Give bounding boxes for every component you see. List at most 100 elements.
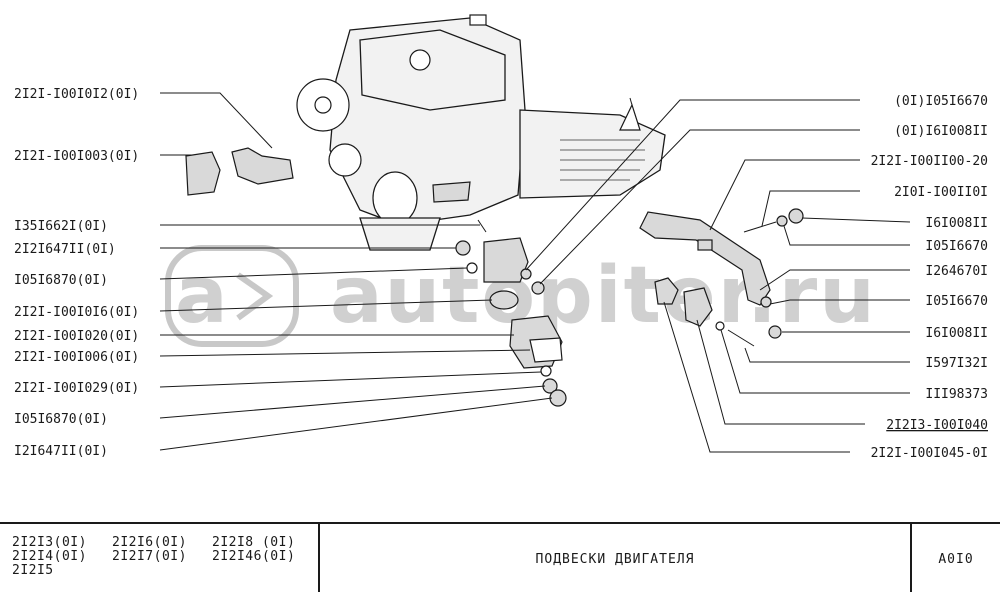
leader-r11 (720, 329, 910, 394)
cushion-0016 (489, 290, 519, 310)
nut-0101 (788, 208, 804, 224)
label-l10[interactable]: I05I6870(0I) (14, 412, 108, 427)
engine-assembly (296, 14, 666, 251)
nut-bottom (549, 389, 567, 407)
label-l2[interactable]: 2I2I-I00I003(0I) (14, 149, 139, 164)
oil-filter (372, 171, 418, 225)
label-l3[interactable]: I35I662I(0I) (14, 219, 108, 234)
label-l6[interactable]: 2I2I-I00I0I6(0I) (14, 305, 139, 320)
filler-cap (469, 14, 487, 26)
leader-r10 (744, 347, 910, 363)
model-item: 2I2I6(0I) (112, 535, 187, 550)
label-r13[interactable]: 2I2I-I00I045-0I (871, 446, 988, 461)
crossmember-0100 (639, 211, 771, 306)
gearbox (519, 109, 666, 199)
labels-right: (0I)I05I6670 (0I)I6I008II 2I2I-I00II00-2… (871, 94, 988, 461)
leader-l5 (159, 267, 468, 280)
label-l8[interactable]: 2I2I-I00I006(0I) (14, 350, 139, 365)
nut-small-2 (531, 281, 545, 295)
nut-small-upper (520, 268, 532, 280)
model-item: 2I2I8 (0I) (212, 535, 296, 550)
label-r10[interactable]: I597I32I (925, 356, 988, 371)
engine-bracket (432, 181, 471, 203)
leader-r6 (783, 225, 910, 246)
bolt-597-icon (727, 329, 755, 347)
label-l4[interactable]: 2I2I647II(0I) (14, 242, 116, 257)
model-item (212, 564, 312, 578)
nut-left-upper (455, 240, 471, 256)
leader-r13 (663, 301, 850, 453)
label-l1[interactable]: 2I2I-I00I0I2(0I) (14, 87, 139, 102)
diagram-title: ПОДВЕСКИ ДВИГАТЕЛЯ (535, 551, 695, 567)
label-r3[interactable]: 2I2I-I00II00-20 (871, 154, 988, 169)
watermark-arrow-icon (236, 272, 274, 321)
bracket-003 (185, 151, 221, 196)
leader-l10 (159, 385, 546, 419)
models-list: 2I2I3(0I) 2I2I6(0I) 2I2I8 (0I) 2I2I4(0I)… (12, 536, 318, 578)
cushion-045 (654, 277, 679, 305)
watermark-symbol: a (175, 251, 230, 341)
label-r7[interactable]: I264670I (925, 264, 988, 279)
model-item: 2I2I7(0I) (112, 549, 187, 564)
models-cell: 2I2I3(0I) 2I2I6(0I) 2I2I8 (0I) 2I2I4(0I)… (0, 524, 320, 592)
shift-lever (629, 97, 633, 106)
label-r4[interactable]: 2I0I-I00II0I (894, 185, 988, 200)
leaders-left (159, 92, 553, 451)
pulley (328, 143, 362, 177)
leader-r8 (769, 299, 910, 305)
left-parts (185, 147, 567, 407)
washer-left-upper (466, 262, 478, 274)
label-l5[interactable]: I05I6870(0I) (14, 273, 108, 288)
model-item (112, 564, 212, 578)
leader-l1 (160, 92, 273, 149)
washer-98373 (715, 321, 725, 331)
label-r8[interactable]: I05I6670 (925, 294, 988, 309)
crossmember-pad (697, 239, 713, 251)
sheet-code: A0I0 (938, 551, 974, 567)
watermark-text: autopiter.ru (330, 251, 877, 341)
right-parts (639, 208, 804, 347)
distributor (409, 49, 431, 71)
bolt-0101-icon (743, 221, 777, 233)
bracket-0012 (231, 147, 294, 185)
leader-l8 (159, 349, 531, 357)
bracket-006 (529, 337, 563, 363)
label-r12-link[interactable]: 2I2I3-I00I040 (886, 418, 988, 433)
washer-lower (540, 365, 552, 377)
leader-r7 (759, 269, 910, 291)
leaders-right (525, 99, 911, 453)
oil-pan (359, 217, 441, 251)
leader-r3 (709, 159, 860, 231)
model-item: 2I2I3(0I) (12, 535, 87, 550)
label-r6[interactable]: I05I6670 (925, 239, 988, 254)
bracket-040 (683, 287, 713, 327)
valve-cover (359, 29, 506, 111)
label-r1[interactable]: (0I)I05I6670 (894, 94, 988, 109)
label-l11[interactable]: I2I647II(0I) (14, 444, 108, 459)
leader-l11 (159, 397, 553, 451)
label-l9[interactable]: 2I2I-I00I029(0I) (14, 381, 139, 396)
leader-r4 (761, 190, 860, 227)
gearbox-ribs (560, 139, 645, 181)
washer-0101 (776, 215, 788, 227)
model-item: 2I2I4(0I) (12, 549, 87, 564)
watermark: a autopiter.ru (165, 245, 877, 347)
leader-l9 (159, 371, 542, 388)
shift-boot (619, 103, 641, 131)
washer-right (760, 296, 772, 308)
label-r5[interactable]: I6I008II (925, 216, 988, 231)
label-r11[interactable]: III98373 (925, 387, 988, 402)
fan-hub (314, 96, 332, 114)
leader-r1 (525, 99, 860, 271)
label-l7[interactable]: 2I2I-I00I020(0I) (14, 329, 139, 344)
label-r2[interactable]: (0I)I6I008II (894, 124, 988, 139)
leader-r2 (539, 129, 860, 285)
label-r9[interactable]: I6I008II (925, 326, 988, 341)
leader-r5 (801, 217, 911, 223)
nut-right (768, 325, 782, 339)
title-cell: ПОДВЕСКИ ДВИГАТЕЛЯ (320, 524, 912, 592)
model-item: 2I2I5 (12, 563, 54, 578)
code-cell: A0I0 (912, 524, 1000, 592)
model-item: 2I2I46(0I) (212, 549, 296, 564)
